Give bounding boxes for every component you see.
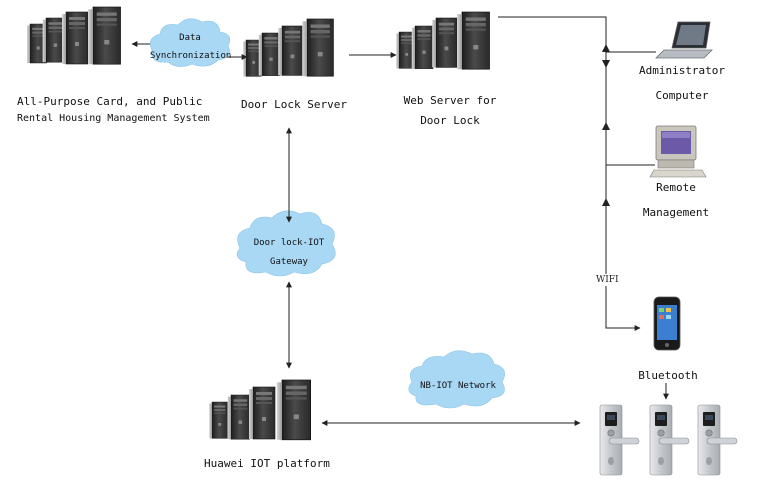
door-lock-icon xyxy=(697,404,738,476)
bus-arrowheads xyxy=(602,44,610,206)
bus-arrow-up xyxy=(602,44,610,52)
connectors xyxy=(131,16,669,426)
remote-management-label-line1: Remote xyxy=(656,181,696,194)
nb-iot-cloud xyxy=(408,350,505,409)
edge-web-to-bus xyxy=(498,16,641,331)
bus-arrow-down xyxy=(602,60,610,68)
web-server-label-line1: Web Server for xyxy=(403,94,497,107)
door-lock-server-icon xyxy=(242,18,334,77)
remote-management-label-line2: Management xyxy=(642,206,710,219)
web-server-label-line2: Door Lock xyxy=(420,114,480,127)
huawei-iot-server-icon xyxy=(208,379,312,441)
admin-computer-label-line2: Computer xyxy=(655,89,709,102)
card-system-label-line2: Rental Housing Management System xyxy=(17,113,210,124)
laptop-icon xyxy=(655,21,713,59)
data-sync-cloud xyxy=(149,18,231,67)
huawei-iot-label: Huawei IOT platform xyxy=(204,457,330,470)
bluetooth-label: Bluetooth xyxy=(638,369,698,382)
wifi-edge-label: WIFI xyxy=(596,275,619,285)
smartphone-icon xyxy=(653,296,681,351)
card-system-label-line1: All-Purpose Card, and Public xyxy=(17,95,203,108)
card-system-server-icon xyxy=(26,6,122,65)
bus-arrow-up xyxy=(602,198,610,206)
door-lock-server-label: Door Lock Server xyxy=(241,98,347,111)
data-sync-cloud-label-line1: Data xyxy=(179,33,201,43)
gateway-cloud-label-line1: Door lock-IOT xyxy=(253,238,325,248)
desktop-computer-icon xyxy=(649,125,707,178)
gateway-cloud-label-line2: Gateway xyxy=(270,257,308,267)
gateway-cloud xyxy=(236,210,336,277)
door-lock-icon xyxy=(649,404,690,476)
door-lock-icon xyxy=(599,404,640,476)
nb-iot-cloud-label: NB-IOT Network xyxy=(420,381,496,391)
bus-arrow-up xyxy=(602,122,610,130)
data-sync-cloud-label-line2: Synchronization xyxy=(150,51,232,61)
wifi-label-bg xyxy=(594,274,618,286)
admin-computer-label-line1: Administrator xyxy=(638,64,726,77)
web-server-icon xyxy=(395,11,491,70)
